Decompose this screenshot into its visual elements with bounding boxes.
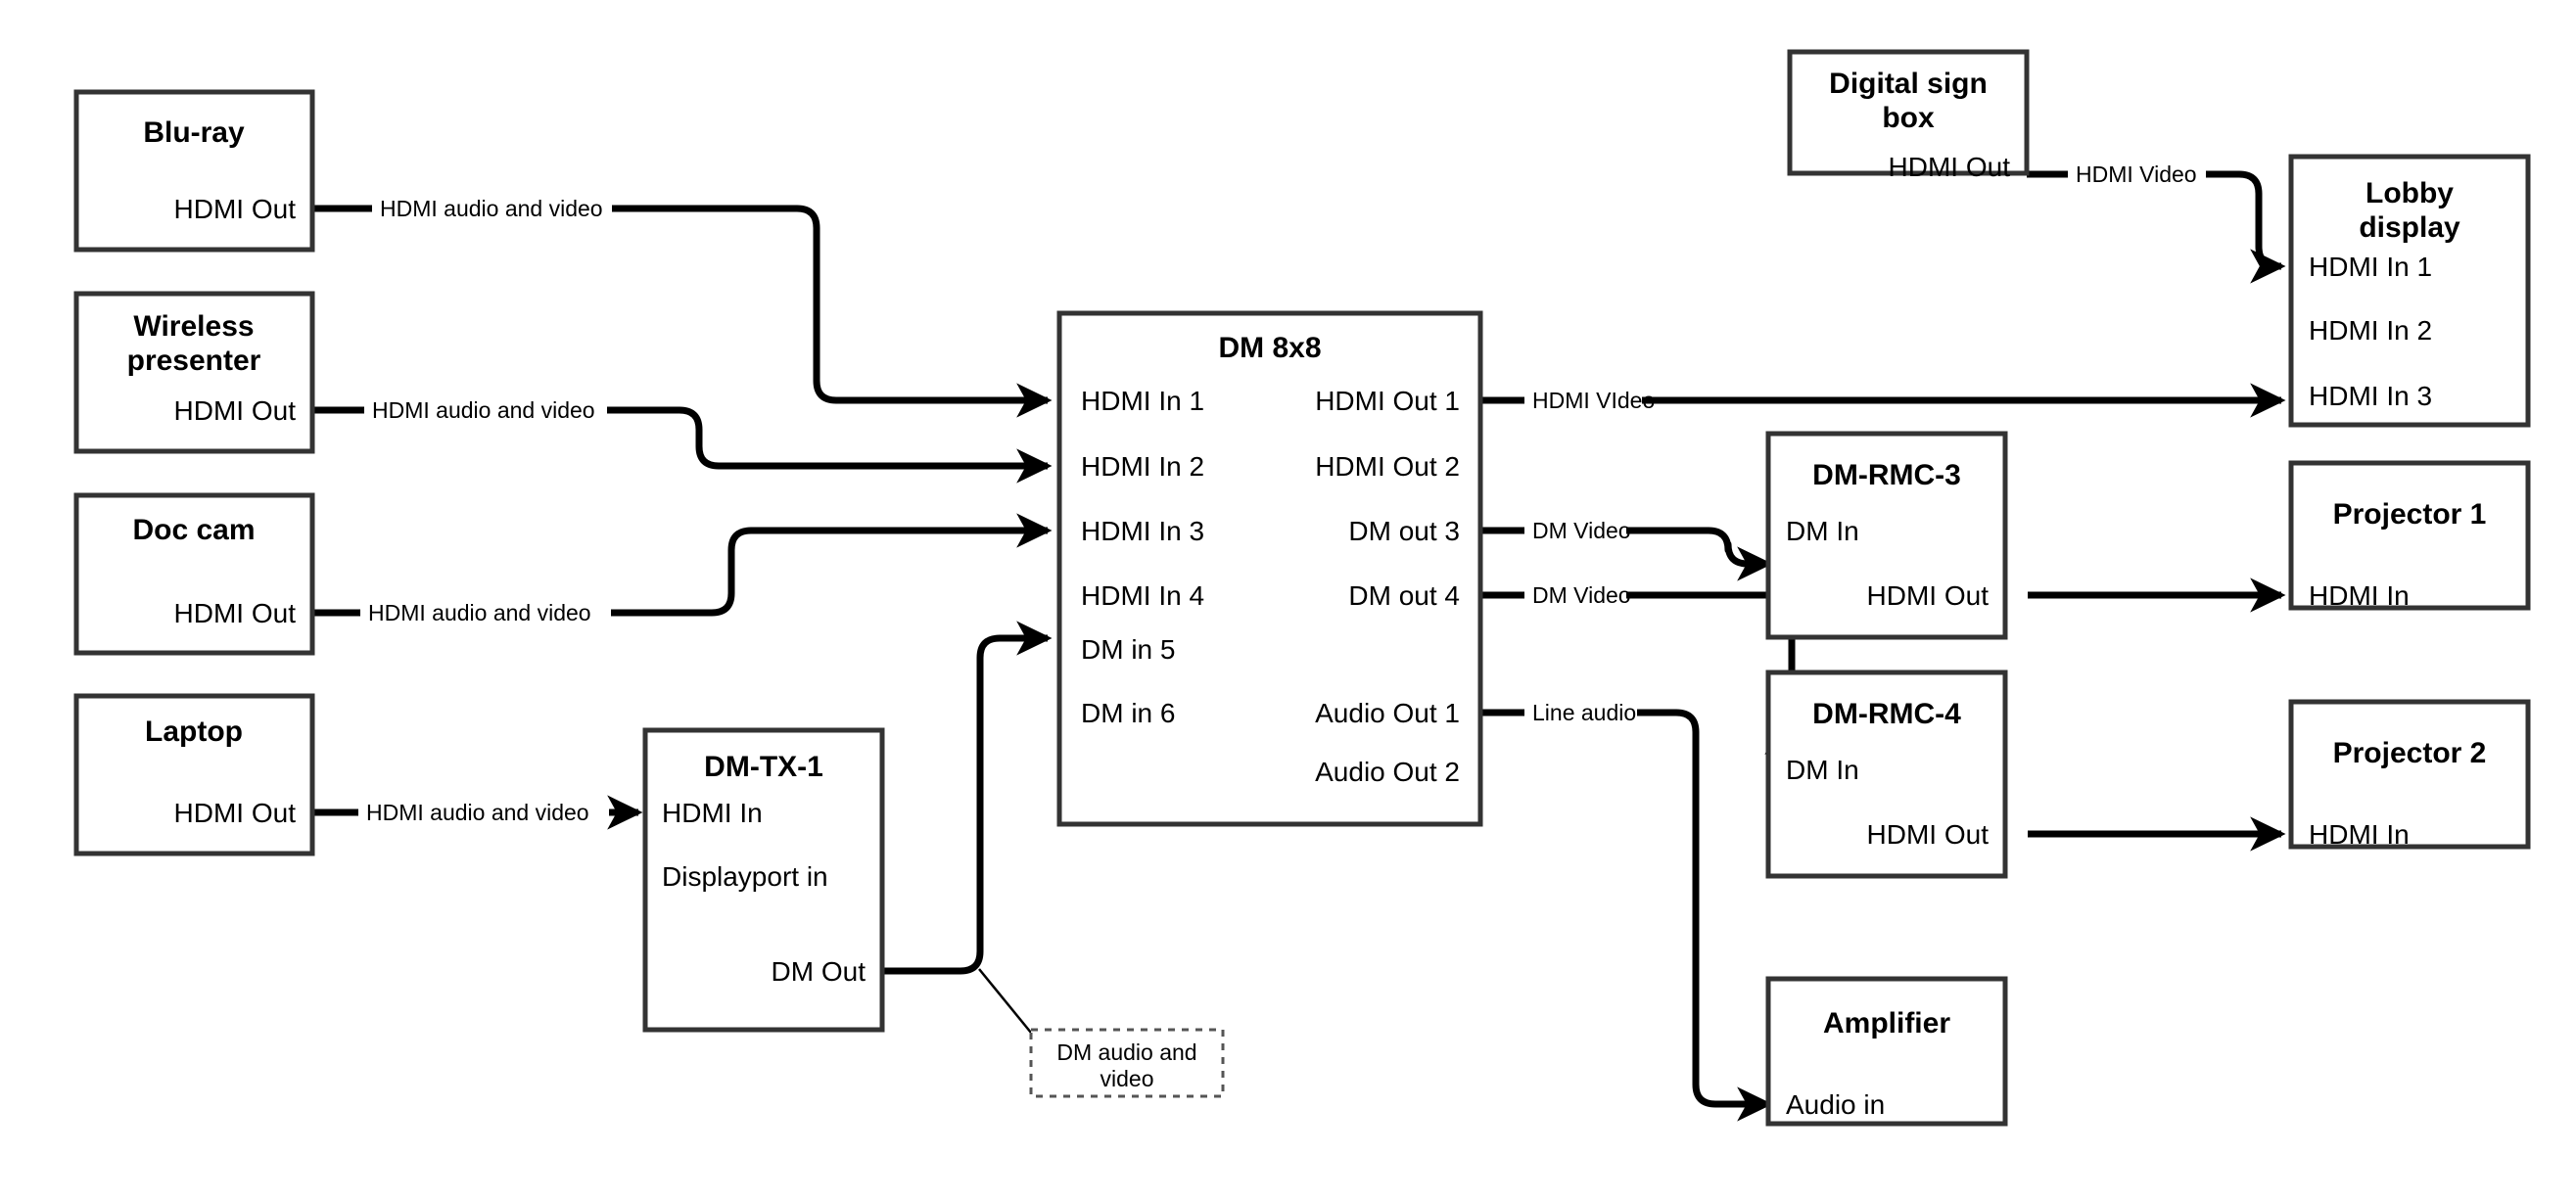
edge-doccam-to-dm8x8-hdmi-in-3 (312, 513, 1053, 617)
edge-label-laptop: HDMI audio and video (361, 798, 597, 827)
wireless-title-line1: Wireless (133, 310, 254, 343)
bluray-title: Blu-ray (143, 116, 245, 149)
dm8x8-input-hdmi-in-4: HDMI In 4 (1081, 580, 1204, 611)
svg-text:DM Video: DM Video (1532, 518, 1631, 543)
rmc3-port-hdmi-out: HDMI Out (1867, 580, 1990, 611)
node-amplifier[interactable]: Amplifier Audio in (1765, 976, 2008, 1127)
edge-bluray-to-dm8x8-hdmi-in-1 (312, 205, 1053, 418)
node-laptop[interactable]: Laptop HDMI Out (73, 693, 315, 856)
rmc4-port-dm-in: DM In (1786, 755, 1859, 785)
amp-port-audio-in: Audio in (1786, 1089, 1885, 1120)
edge-label-hdmiout1-to-lobby: HDMI VIdeo (1527, 386, 1655, 415)
laptop-title: Laptop (145, 716, 243, 748)
lobby-title-line1: Lobby (2365, 177, 2454, 209)
edge-label-dmout3: DM Video (1527, 516, 1631, 545)
lobby-port-hdmi-in-2: HDMI In 2 (2309, 315, 2432, 346)
edge-dmtx1-to-dm8x8-dm-in-5 (882, 621, 1053, 1034)
dmtx1-port-displayport-in: Displayport in (662, 861, 828, 892)
dmtx1-title: DM-TX-1 (704, 751, 823, 783)
wireless-title-line2: presenter (127, 345, 261, 377)
digitalsign-title-line1: Digital sign (1829, 68, 1988, 100)
node-doc-cam[interactable]: Doc cam HDMI Out (73, 492, 315, 656)
dm8x8-input-hdmi-in-3: HDMI In 3 (1081, 516, 1204, 546)
rmc3-title: DM-RMC-3 (1812, 459, 1961, 491)
note-line-1: DM audio and (1056, 1039, 1196, 1065)
rmc4-title: DM-RMC-4 (1812, 698, 1961, 730)
svg-text:DM Video: DM Video (1532, 582, 1631, 608)
dm8x8-input-dm-in-6: DM in 6 (1081, 698, 1175, 728)
dmtx1-port-hdmi-in: HDMI In (662, 798, 763, 828)
node-dm-8x8[interactable]: DM 8x8 HDMI In 1 HDMI In 2 HDMI In 3 HDM… (1056, 310, 1483, 827)
node-bluray[interactable]: Blu-ray HDMI Out (73, 89, 315, 253)
wireless-port-hdmi-out: HDMI Out (174, 395, 297, 426)
svg-text:HDMI audio and video: HDMI audio and video (372, 397, 595, 423)
node-dm-rmc-4[interactable]: DM-RMC-4 DM In HDMI Out (1765, 670, 2008, 879)
bluray-port-hdmi-out: HDMI Out (174, 194, 297, 224)
doccam-title: Doc cam (132, 514, 255, 546)
dm8x8-title: DM 8x8 (1218, 332, 1321, 364)
dm8x8-output-hdmi-out-2: HDMI Out 2 (1315, 451, 1460, 482)
svg-text:HDMI audio and video: HDMI audio and video (368, 600, 591, 625)
amp-title: Amplifier (1823, 1007, 1950, 1039)
digitalsign-port-hdmi-out: HDMI Out (1889, 152, 2011, 182)
rmc3-port-dm-in: DM In (1786, 516, 1859, 546)
edge-wireless-to-dm8x8-hdmi-in-2 (312, 406, 1053, 484)
doccam-port-hdmi-out: HDMI Out (174, 598, 297, 628)
lobby-title-line2: display (2359, 211, 2460, 244)
edge-label-sign-to-lobby: HDMI Video (2071, 160, 2204, 189)
dm8x8-output-dm-out-4: DM out 4 (1348, 580, 1460, 611)
edge-dm8x8-dmout3-to-rmc3 (1480, 527, 1773, 581)
node-dm-rmc-3[interactable]: DM-RMC-3 DM In HDMI Out (1765, 431, 2008, 640)
edge-label-bluray: HDMI audio and video (375, 194, 611, 223)
lobby-port-hdmi-in-1: HDMI In 1 (2309, 252, 2432, 282)
dm8x8-input-hdmi-in-2: HDMI In 2 (1081, 451, 1204, 482)
dm8x8-input-dm-in-5: DM in 5 (1081, 634, 1175, 665)
lobby-port-hdmi-in-3: HDMI In 3 (2309, 381, 2432, 411)
dm8x8-output-audio-out-2: Audio Out 2 (1315, 757, 1460, 787)
note-dm-audio-and-video: DM audio and video (1029, 1028, 1225, 1098)
dm8x8-input-hdmi-in-1: HDMI In 1 (1081, 386, 1204, 416)
proj1-title: Projector 1 (2333, 498, 2487, 531)
node-digital-sign-box[interactable]: Digital sign box HDMI Out (1787, 49, 2030, 182)
laptop-port-hdmi-out: HDMI Out (174, 798, 297, 828)
node-projector-2[interactable]: Projector 2 HDMI In (2288, 699, 2531, 850)
edge-label-audioout1: Line audio (1527, 698, 1636, 727)
dmtx1-port-dm-out: DM Out (772, 956, 866, 987)
edge-digitalsign-to-lobby-hdmi-in-1 (2027, 170, 2286, 284)
node-lobby-display[interactable]: Lobby display HDMI In 1 HDMI In 2 HDMI I… (2288, 154, 2531, 428)
dm8x8-output-audio-out-1: Audio Out 1 (1315, 698, 1460, 728)
dm8x8-output-dm-out-3: DM out 3 (1348, 516, 1460, 546)
note-line-2: video (1101, 1066, 1154, 1091)
dm8x8-output-hdmi-out-1: HDMI Out 1 (1315, 386, 1460, 416)
rmc4-port-hdmi-out: HDMI Out (1867, 819, 1990, 850)
proj2-title: Projector 2 (2333, 737, 2487, 769)
svg-text:HDMI audio and video: HDMI audio and video (380, 196, 603, 221)
node-wireless-presenter[interactable]: Wireless presenter HDMI Out (73, 291, 315, 454)
svg-text:Line audio: Line audio (1532, 700, 1636, 725)
svg-text:HDMI Video: HDMI Video (2076, 162, 2197, 187)
edge-dm8x8-dmout4-to-rmc4 (1480, 591, 1804, 755)
svg-text:HDMI audio and video: HDMI audio and video (366, 800, 589, 825)
edge-label-dmout4: DM Video (1527, 580, 1631, 610)
node-dm-tx-1[interactable]: DM-TX-1 HDMI In Displayport in DM Out (642, 727, 885, 1033)
digitalsign-title-line2: box (1882, 102, 1935, 134)
proj1-port-hdmi-in: HDMI In (2309, 580, 2410, 611)
svg-text:HDMI VIdeo: HDMI VIdeo (1532, 388, 1655, 413)
proj2-port-hdmi-in: HDMI In (2309, 819, 2410, 850)
edge-dm8x8-audioout1-to-amplifier (1480, 709, 1773, 1122)
edge-label-wireless: HDMI audio and video (367, 395, 603, 425)
node-projector-1[interactable]: Projector 1 HDMI In (2288, 460, 2531, 611)
edge-label-doccam: HDMI audio and video (363, 598, 599, 627)
